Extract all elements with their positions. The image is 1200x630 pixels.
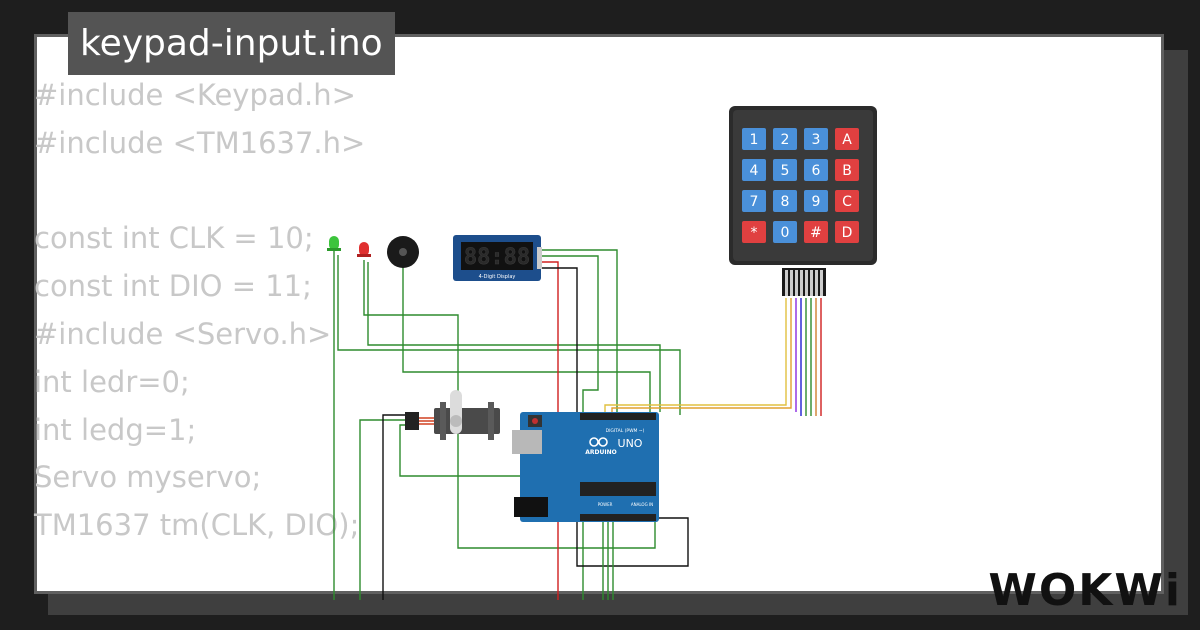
keypad-key[interactable]: B [835, 159, 859, 181]
arduino-model: UNO [618, 437, 643, 450]
keypad-key-label: # [810, 225, 822, 241]
keypad-key[interactable]: 9 [804, 190, 828, 212]
keypad-key[interactable]: 0 [773, 221, 797, 243]
code-line: #include <Keypad.h> [34, 78, 356, 112]
keypad-key-label: 9 [812, 194, 821, 210]
wire-servo-2 [382, 414, 405, 600]
keypad-key-label: 5 [781, 163, 790, 179]
code-line: #include <Servo.h> [34, 316, 332, 351]
wire-display-4 [540, 267, 689, 567]
keypad-key[interactable]: # [804, 221, 828, 243]
wire-keypad-1 [604, 298, 787, 412]
code-line: #include <TM1637.h> [34, 125, 366, 160]
wire-led-green-2 [337, 255, 681, 415]
arduino-digital-label: DIGITAL (PWM ~) [606, 428, 645, 434]
display-digits: 88:88 [464, 245, 530, 270]
keypad-key[interactable]: 6 [804, 159, 828, 181]
keypad-key-label: * [751, 225, 758, 241]
code-line: const int CLK = 10; [34, 221, 314, 256]
arduino-analog-label: ANALOG IN [631, 502, 653, 507]
keypad-key[interactable]: 1 [742, 128, 766, 150]
wires [333, 249, 822, 600]
keypad-key-label: 4 [750, 163, 759, 179]
buzzer[interactable] [387, 236, 419, 268]
arduino-power-label: POWER [598, 502, 613, 507]
code-line: int ledr=0; [34, 364, 190, 399]
keypad-key-label: 3 [812, 132, 821, 148]
led-red[interactable] [357, 242, 371, 257]
keypad-key[interactable]: 3 [804, 128, 828, 150]
keypad-key-label: 1 [750, 132, 759, 148]
keypad-key[interactable]: 7 [742, 190, 766, 212]
wokwi-logo: WOKWi [988, 565, 1182, 616]
keypad-key[interactable]: A [835, 128, 859, 150]
wire-keypad-2 [611, 298, 792, 412]
code-line: TM1637 tm(CLK, DIO); [34, 508, 360, 543]
arduino-uno[interactable]: DIGITAL (PWM ~) ARDUINO UNO POWER ANALOG… [512, 412, 659, 522]
led-green[interactable] [327, 236, 341, 251]
keypad-key[interactable]: 4 [742, 159, 766, 181]
keypad-key[interactable]: 2 [773, 128, 797, 150]
keypad-key-label: 0 [781, 225, 790, 241]
keypad-key-label: 8 [781, 194, 790, 210]
arduino-infinity-icon [589, 437, 608, 447]
wire-display-2 [540, 255, 599, 600]
keypad-key-label: D [842, 225, 853, 241]
keypad-key[interactable]: 5 [773, 159, 797, 181]
keypad-key-label: 7 [750, 194, 759, 210]
keypad-key-label: 6 [812, 163, 821, 179]
code-line: Servo myservo; [34, 460, 262, 495]
code-line: const int DIO = 11; [34, 269, 312, 304]
arduino-brand: ARDUINO [585, 449, 616, 456]
keypad-key[interactable]: D [835, 221, 859, 243]
keypad[interactable]: 1 2 3 A 4 5 6 B 7 8 9 C * 0 # D [729, 106, 877, 296]
keypad-key[interactable]: 8 [773, 190, 797, 212]
code-line: int ledg=1; [34, 412, 197, 447]
keypad-key-label: C [842, 194, 852, 210]
code-background: #include <Keypad.h> #include <TM1637.h> co… [34, 72, 365, 550]
keypad-key-label: 2 [781, 132, 790, 148]
wire-buzzer [402, 265, 651, 412]
seven-segment-display[interactable]: 88:88 4-Digit Display [453, 235, 542, 281]
wire-led-red-2 [367, 262, 661, 412]
keypad-key-label: B [842, 163, 852, 179]
keypad-key[interactable]: * [742, 221, 766, 243]
keypad-key[interactable]: C [835, 190, 859, 212]
page-title: keypad-input.ino [68, 12, 395, 75]
wire-display-1 [540, 249, 618, 412]
display-label: 4-Digit Display [479, 274, 516, 280]
servo-motor[interactable] [405, 390, 500, 440]
wire-servo-1 [359, 419, 405, 600]
keypad-key-label: A [842, 132, 852, 148]
